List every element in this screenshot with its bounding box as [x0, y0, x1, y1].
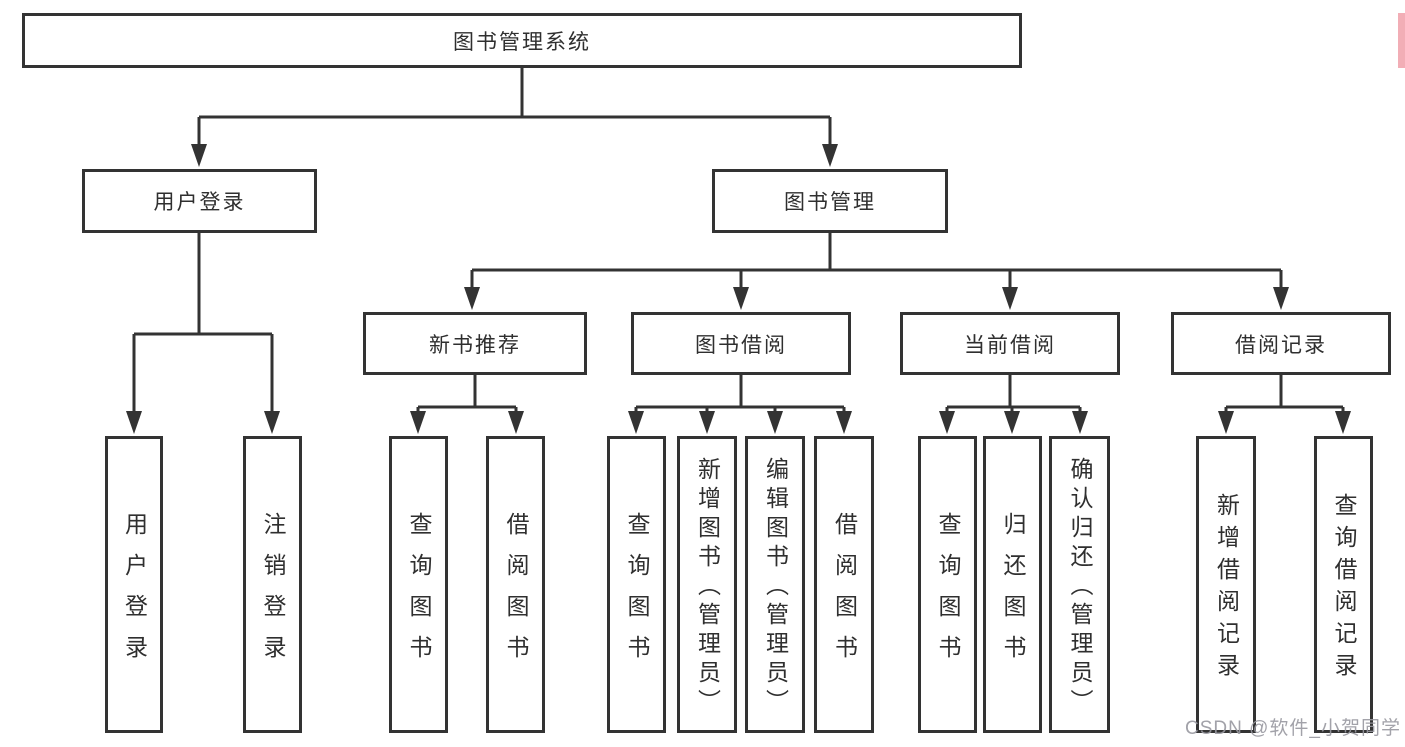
connector-newbook-children — [416, 375, 518, 413]
connector-bookmgmt-children — [470, 233, 1283, 288]
leaf-return-books: 归还图书 — [983, 436, 1042, 733]
leaf-query-books-recommend: 查询图书 — [389, 436, 448, 733]
node-user-login-label: 用户登录 — [153, 191, 246, 214]
leaf-query-books-borrow: 查询图书 — [607, 436, 666, 733]
node-root-system: 图书管理系统 — [22, 13, 1022, 68]
leaf-add-borrow-record: 新增借阅记录 — [1196, 436, 1256, 733]
node-book-management: 图书管理 — [712, 169, 948, 233]
connector-login-children — [132, 233, 274, 412]
leaf-query-books-current: 查询图书 — [918, 436, 977, 733]
node-book-borrowing-label: 图书借阅 — [695, 333, 787, 357]
node-book-borrowing: 图书借阅 — [631, 312, 851, 375]
node-root-label: 图书管理系统 — [453, 30, 591, 54]
node-new-book-recommend: 新书推荐 — [363, 312, 587, 375]
node-borrow-records-label: 借阅记录 — [1235, 333, 1327, 357]
connector-record-children — [1224, 375, 1345, 413]
connector-current-children — [945, 375, 1082, 413]
connector-borrow-children — [634, 375, 846, 413]
leaf-borrow-books: 借阅图书 — [814, 436, 874, 733]
leaf-add-books-admin: 新增图书（管理员） — [677, 436, 737, 733]
leaf-borrow-books-recommend: 借阅图书 — [486, 436, 545, 733]
leaf-confirm-return-admin: 确认归还（管理员） — [1049, 436, 1110, 733]
pink-edge-artifact — [1398, 13, 1405, 68]
node-user-login: 用户登录 — [82, 169, 317, 233]
node-book-management-label: 图书管理 — [784, 191, 876, 214]
leaf-query-borrow-record: 查询借阅记录 — [1314, 436, 1373, 733]
node-current-borrowing: 当前借阅 — [900, 312, 1120, 375]
csdn-watermark: CSDN @软件_小贺同学 — [1185, 718, 1401, 739]
leaf-edit-books-admin: 编辑图书（管理员） — [745, 436, 805, 733]
node-current-borrowing-label: 当前借阅 — [964, 333, 1056, 357]
leaf-logout: 注销登录 — [243, 436, 302, 733]
leaf-user-login: 用户登录 — [105, 436, 163, 733]
connector-root-to-level2 — [197, 68, 832, 146]
node-borrow-records: 借阅记录 — [1171, 312, 1391, 375]
node-new-book-recommend-label: 新书推荐 — [429, 333, 521, 357]
